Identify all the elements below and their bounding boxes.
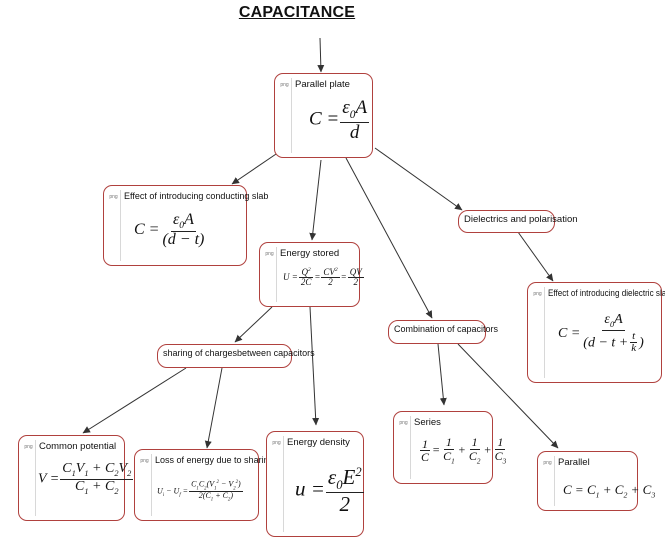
arrow-plate-to-energy-stored xyxy=(309,159,322,241)
arrow-combination-to-parallel xyxy=(457,343,559,449)
energy-density-label: Energy density xyxy=(287,437,350,448)
loss-energy-node[interactable]: png Loss of energy due to sharing Ui − U… xyxy=(134,449,274,521)
png-icon: png xyxy=(22,440,36,516)
loss-energy-formula: Ui − Uf =C1C2(V12 − V22)2(C1 + C2) xyxy=(157,479,243,503)
png-icon: png xyxy=(270,436,284,532)
parallel-formula: C = C1 + C2 + C3 xyxy=(563,482,656,500)
conducting-slab-node[interactable]: png Effect of introducing conducting sla… xyxy=(103,185,268,266)
parallel-plate-label: Parallel plate xyxy=(295,79,350,90)
png-icon: png xyxy=(531,287,545,378)
dielectric-slab-node[interactable]: png Effect of introducing dielectric sla… xyxy=(527,282,665,383)
loss-energy-label: Loss of energy due to sharing xyxy=(155,455,274,465)
arrow-title-to-parallel-plate xyxy=(317,37,325,73)
arrow-energy-to-density xyxy=(309,306,320,426)
arrow-plate-to-conducting-slab xyxy=(231,149,283,185)
png-icon: png xyxy=(278,78,292,153)
parallel-node[interactable]: png Parallel C = C1 + C2 + C3 xyxy=(537,451,655,511)
conducting-slab-label: Effect of introducing conducting slab xyxy=(124,191,269,201)
png-icon: png xyxy=(541,456,555,506)
sharing-node[interactable]: sharing of chargesbetween capacitors xyxy=(157,344,315,368)
dielectric-slab-label: Effect of introducing dielectric slab xyxy=(548,288,665,298)
png-icon: png xyxy=(107,190,121,261)
png-icon: png xyxy=(263,247,277,302)
arrow-sharing-to-common-potential xyxy=(82,367,187,434)
energy-stored-label: Energy stored xyxy=(280,248,340,259)
combination-node[interactable]: Combination of capacitors xyxy=(388,320,498,344)
arrow-plate-to-combination xyxy=(345,157,433,319)
dielectrics-node[interactable]: Dielectrics and polarisation xyxy=(458,210,578,233)
series-label: Series xyxy=(414,417,441,428)
conducting-slab-formula: C =ε0A(d − t) xyxy=(134,211,205,249)
arrow-combination-to-series xyxy=(437,343,447,406)
parallel-label: Parallel xyxy=(558,457,590,468)
arrow-energy-to-sharing xyxy=(234,306,273,343)
diagram-title: CAPACITANCE xyxy=(238,4,356,21)
arrow-sharing-to-loss-energy xyxy=(204,367,223,449)
arrow-plate-to-dielectrics xyxy=(374,147,463,211)
png-icon: png xyxy=(397,416,411,479)
common-potential-label: Common potential xyxy=(39,441,117,452)
arrow-dielectrics-to-dielectric-slab xyxy=(517,231,554,282)
png-icon: png xyxy=(138,454,152,516)
